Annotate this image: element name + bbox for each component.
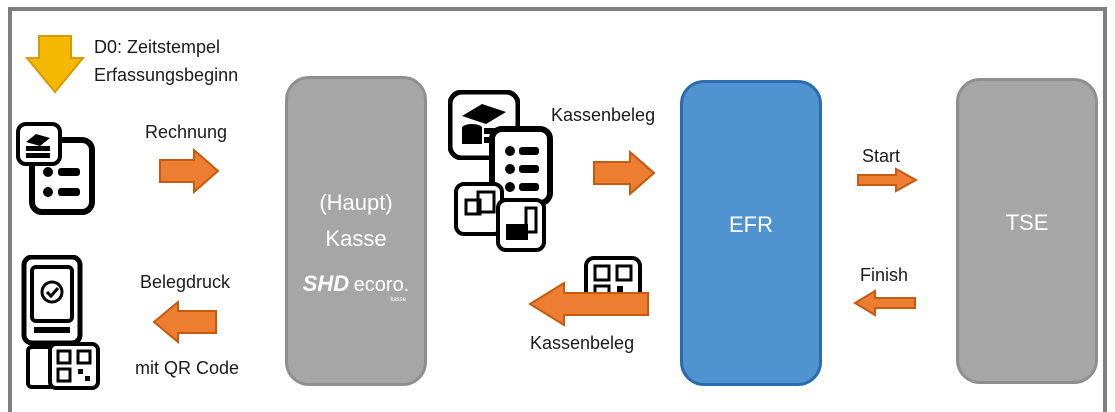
kasse-label-line2: Kasse (325, 226, 387, 251)
belegdruck-arrow (152, 300, 217, 344)
start-marker-label-line2: Erfassungsbeginn (94, 65, 239, 85)
invoice-money-icon (16, 122, 95, 215)
kasse-box: (Haupt) Kasse SHD ecoro. kasse (285, 76, 427, 386)
start-arrow (857, 167, 918, 193)
qr-code-icon (48, 342, 100, 390)
kassenbeleg-arrow-right (593, 150, 656, 196)
efr-box: EFR (680, 80, 822, 386)
diagram-frame (8, 7, 1107, 412)
finish-arrow (853, 289, 916, 317)
kassenbeleg-arrow-left (528, 281, 649, 327)
start-marker-label-line1: D0: Zeitstempel (94, 37, 221, 57)
rechnung-arrow (159, 148, 220, 194)
rechnung-label: Rechnung (145, 122, 228, 142)
kasse-label-line1: (Haupt) (319, 190, 393, 215)
kassenbeleg-bottom-label: Kassenbeleg (530, 333, 635, 353)
mit-qr-code-label: mit QR Code (135, 358, 240, 378)
kassenbeleg-top-label: Kassenbeleg (551, 105, 656, 125)
logo-shd: SHD (302, 271, 350, 296)
tse-box: TSE (956, 78, 1098, 384)
start-label: Start (862, 146, 901, 166)
start-marker-arrow-icon (25, 35, 85, 94)
shd-ecoro-logo: SHD ecoro. kasse (288, 271, 424, 303)
tse-label: TSE (1005, 210, 1049, 235)
efr-label: EFR (729, 212, 773, 237)
belegdruck-label: Belegdruck (140, 272, 231, 292)
logo-ecoro: ecoro. (353, 274, 410, 296)
logo-kasse: kasse (390, 297, 406, 303)
register-icon (454, 182, 546, 252)
finish-label: Finish (860, 265, 909, 285)
